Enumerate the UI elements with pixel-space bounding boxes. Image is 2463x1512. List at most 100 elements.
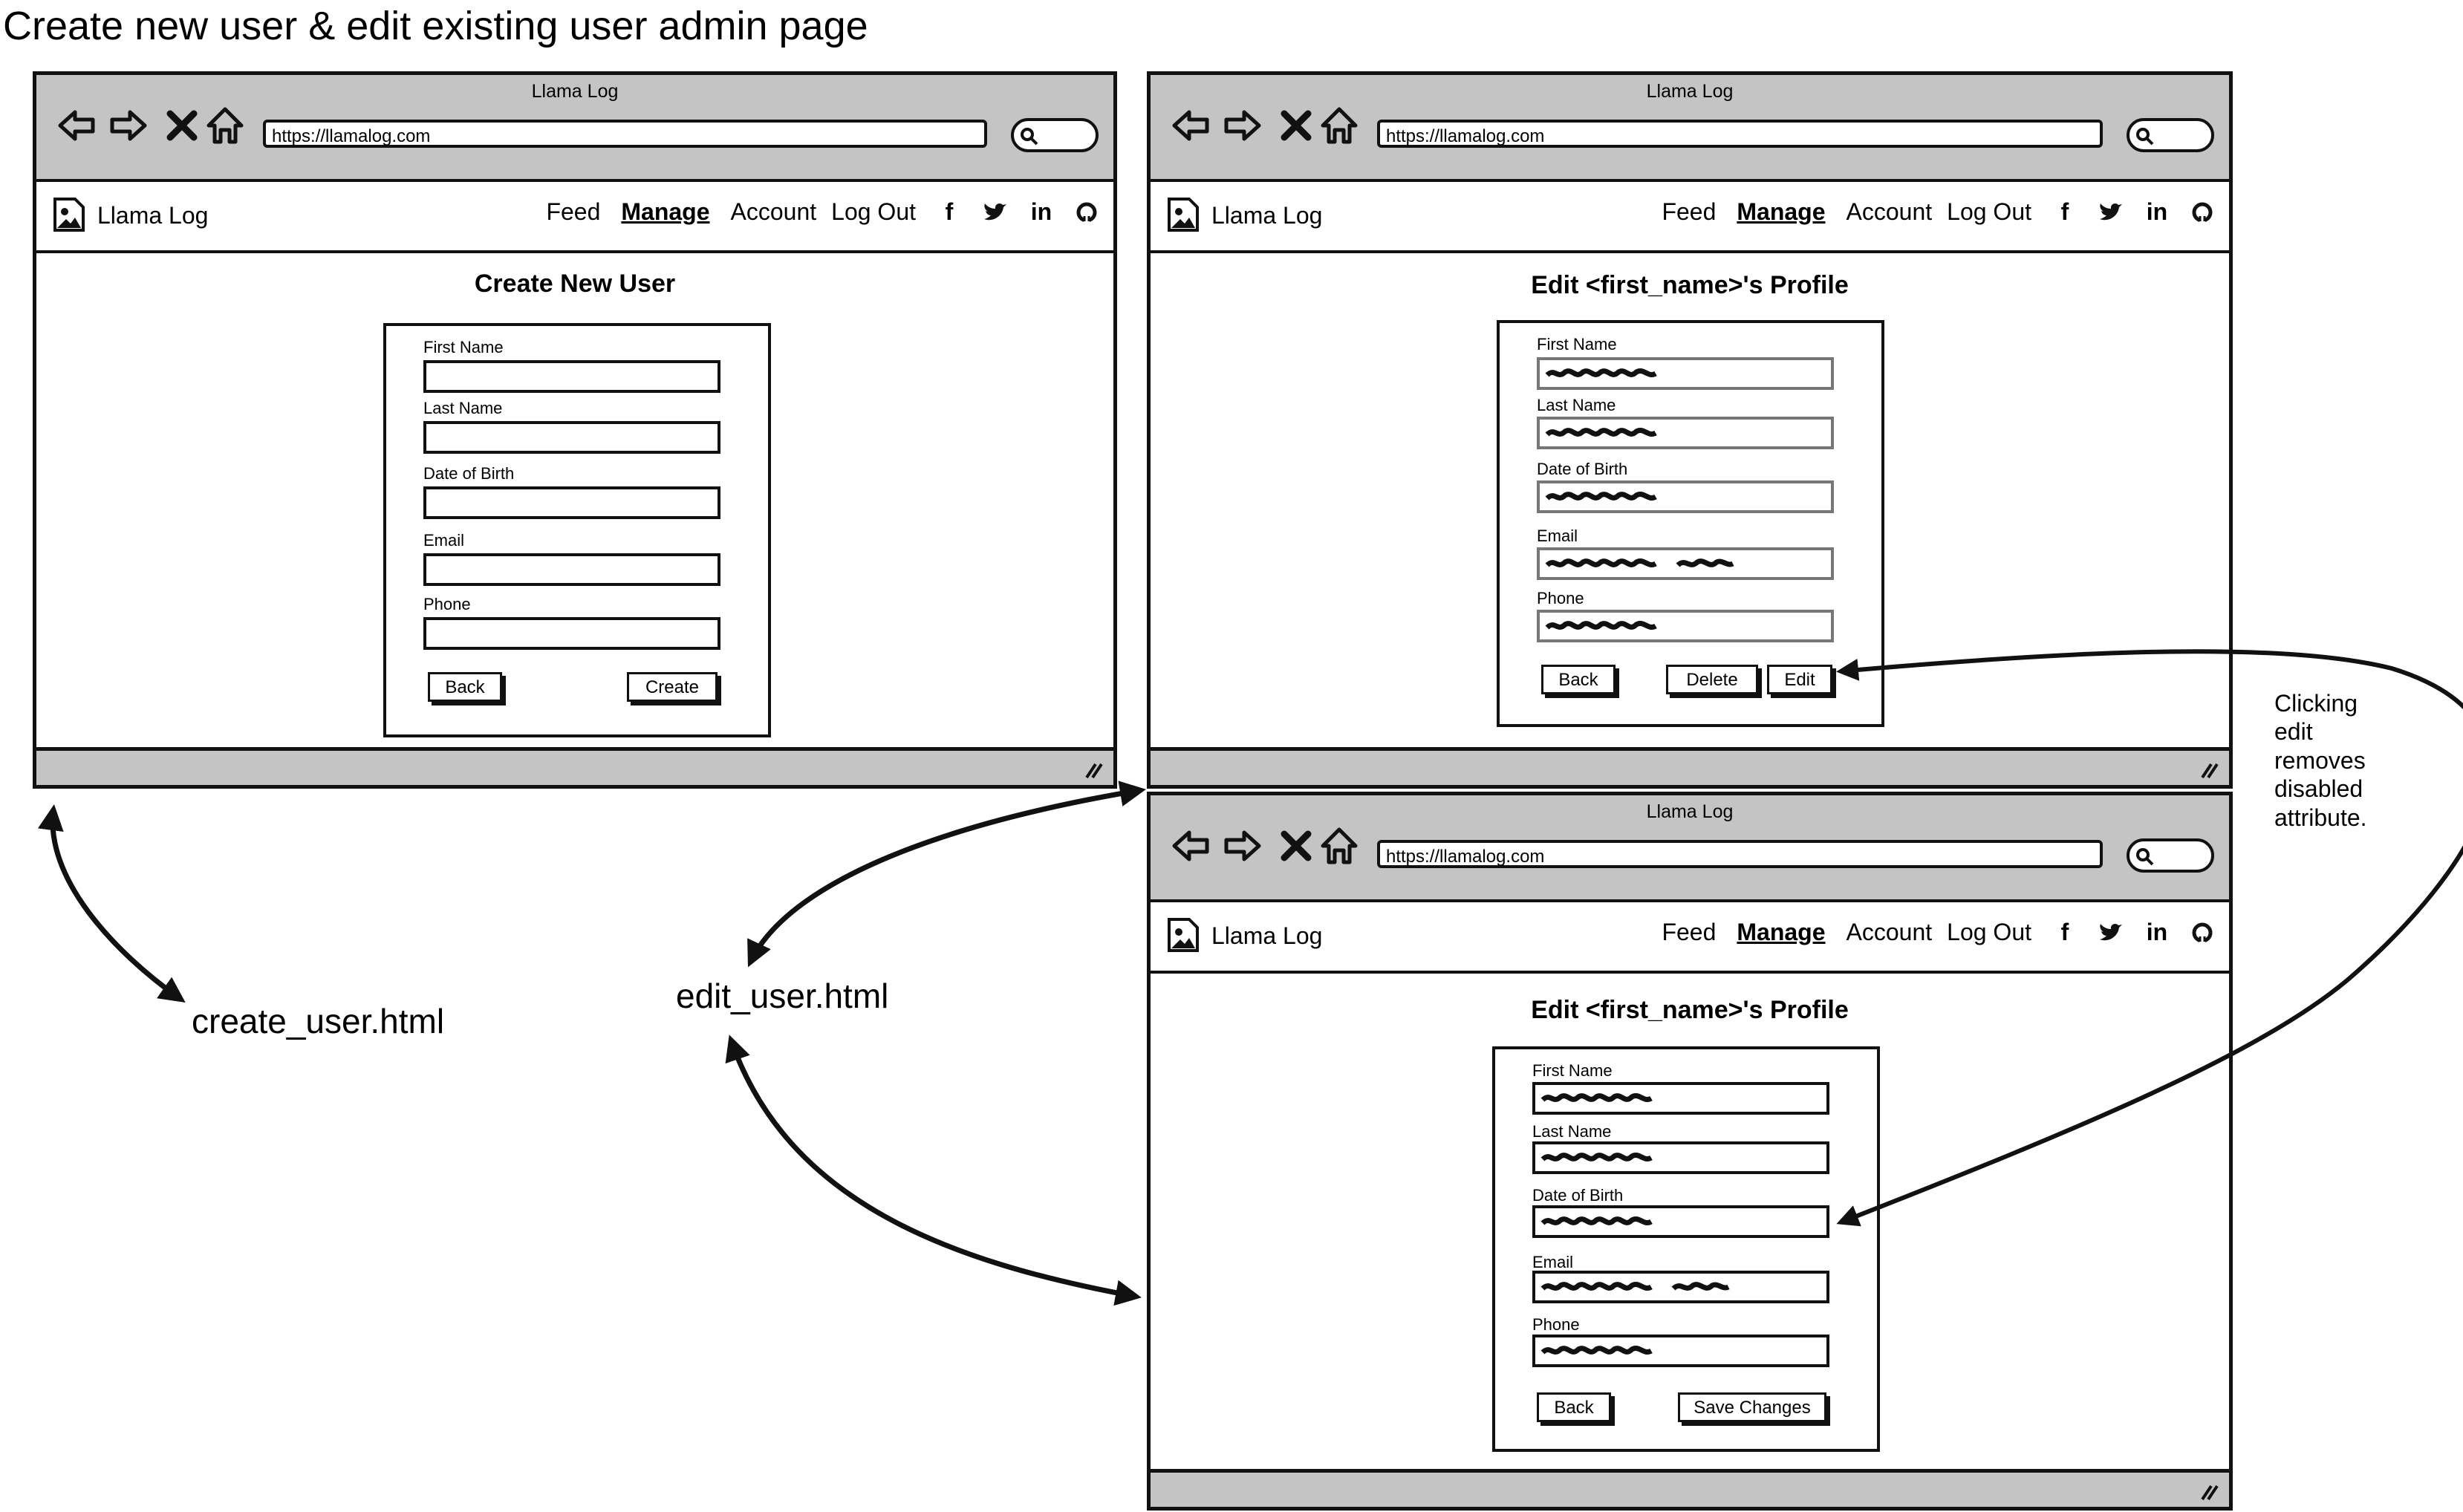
forward-arrow-icon[interactable] xyxy=(1222,105,1263,146)
nav-feed[interactable]: Feed xyxy=(546,198,601,225)
linkedin-icon[interactable]: in xyxy=(2146,198,2168,225)
github-icon[interactable] xyxy=(1075,201,1099,224)
redacted-value xyxy=(1545,621,1657,630)
page-title: Create new user & edit existing user adm… xyxy=(3,4,868,48)
phone-label: Phone xyxy=(423,595,471,613)
url-bar[interactable]: https://llamalog.com xyxy=(1377,840,2103,868)
back-button[interactable]: Back xyxy=(1537,1392,1611,1422)
forward-arrow-icon[interactable] xyxy=(108,105,149,146)
github-icon[interactable] xyxy=(2190,921,2214,945)
dob-label: Date of Birth xyxy=(423,464,515,483)
app-navbar: Llama Log Feed Manage Account Log Out f … xyxy=(1151,182,2229,253)
linkedin-icon[interactable]: in xyxy=(2146,919,2168,945)
redacted-value xyxy=(1540,1093,1653,1102)
nav-account[interactable]: Account xyxy=(1846,198,1933,225)
nav-logout[interactable]: Log Out xyxy=(1947,919,2031,945)
back-button[interactable]: Back xyxy=(428,672,502,702)
url-bar[interactable]: https://llamalog.com xyxy=(263,120,987,148)
arrow-edit-toggle xyxy=(1836,649,2463,1227)
search-icon xyxy=(1021,128,1038,146)
nav-logout[interactable]: Log Out xyxy=(831,198,916,225)
phone-input[interactable] xyxy=(423,617,720,650)
back-arrow-icon[interactable] xyxy=(1170,825,1211,867)
redacted-value xyxy=(1540,1282,1730,1291)
redacted-value xyxy=(1545,492,1657,501)
brand-name: Llama Log xyxy=(97,202,209,229)
first-name-label: First Name xyxy=(1537,335,1617,353)
dob-input[interactable] xyxy=(1532,1205,1829,1238)
nav-logout[interactable]: Log Out xyxy=(1947,198,2031,225)
twitter-icon[interactable] xyxy=(983,201,1008,224)
close-icon[interactable] xyxy=(1275,825,1317,867)
first-name-label: First Name xyxy=(423,338,504,356)
forward-arrow-icon[interactable] xyxy=(1222,825,1263,867)
edit-button[interactable]: Edit xyxy=(1767,665,1832,694)
last-name-label: Last Name xyxy=(1537,396,1616,414)
dob-label: Date of Birth xyxy=(1537,460,1628,478)
email-label: Email xyxy=(1537,527,1578,545)
last-name-input xyxy=(1537,417,1834,449)
nav-account[interactable]: Account xyxy=(730,198,817,225)
facebook-icon[interactable]: f xyxy=(945,198,954,225)
github-icon[interactable] xyxy=(2190,201,2214,224)
resize-grip-icon[interactable] xyxy=(1082,761,1104,779)
back-button[interactable]: Back xyxy=(1541,665,1616,694)
email-input[interactable] xyxy=(423,553,720,586)
delete-button[interactable]: Delete xyxy=(1666,665,1758,694)
email-label: Email xyxy=(423,531,465,550)
last-name-input[interactable] xyxy=(423,421,720,454)
phone-input[interactable] xyxy=(1532,1335,1829,1367)
email-label: Email xyxy=(1532,1253,1574,1271)
nav-feed[interactable]: Feed xyxy=(1662,919,1717,945)
back-arrow-icon[interactable] xyxy=(1170,105,1211,146)
twitter-icon[interactable] xyxy=(2098,201,2124,224)
brand-name: Llama Log xyxy=(1211,922,1323,949)
search-field[interactable] xyxy=(2127,838,2214,873)
nav-manage[interactable]: Manage xyxy=(1737,198,1826,225)
home-icon[interactable] xyxy=(1318,825,1360,867)
last-name-label: Last Name xyxy=(1532,1122,1612,1141)
first-name-label: First Name xyxy=(1532,1061,1613,1080)
resize-grip-icon[interactable] xyxy=(2198,761,2220,779)
home-icon[interactable] xyxy=(1318,105,1360,146)
first-name-input xyxy=(1537,357,1834,390)
home-icon[interactable] xyxy=(204,105,246,146)
app-navbar: Llama Log Feed Manage Account Log Out f … xyxy=(36,182,1113,253)
linkedin-icon[interactable]: in xyxy=(1030,198,1052,225)
facebook-icon[interactable]: f xyxy=(2060,198,2069,225)
redacted-value xyxy=(1545,558,1734,567)
edit-user-form: First Name Last Name Date of Birth Email… xyxy=(1497,320,1884,727)
last-name-input[interactable] xyxy=(1532,1141,1829,1174)
phone-input xyxy=(1537,610,1834,642)
first-name-input[interactable] xyxy=(1532,1082,1829,1115)
search-field[interactable] xyxy=(2127,118,2214,152)
dob-input[interactable] xyxy=(423,486,720,519)
nav-manage[interactable]: Manage xyxy=(621,198,710,225)
resize-grip-icon[interactable] xyxy=(2198,1483,2220,1501)
browser-chrome: Llama Log https://llamalog.com xyxy=(1151,795,2229,902)
nav-manage[interactable]: Manage xyxy=(1737,919,1826,945)
first-name-input[interactable] xyxy=(423,360,720,393)
search-field[interactable] xyxy=(1011,118,1099,152)
url-bar[interactable]: https://llamalog.com xyxy=(1377,120,2103,148)
create-user-form: First Name Last Name Date of Birth Email… xyxy=(383,323,771,737)
email-input[interactable] xyxy=(1532,1271,1829,1303)
close-icon[interactable] xyxy=(1275,105,1317,146)
twitter-icon[interactable] xyxy=(2098,922,2124,944)
logo-image-icon xyxy=(1168,198,1199,232)
nav-feed[interactable]: Feed xyxy=(1662,198,1717,225)
browser-chrome: Llama Log https://llamalog.com xyxy=(1151,75,2229,182)
close-icon[interactable] xyxy=(161,105,203,146)
redacted-value xyxy=(1540,1346,1653,1355)
facebook-icon[interactable]: f xyxy=(2060,919,2069,945)
status-bar xyxy=(1151,747,2229,785)
callout-line: edit xyxy=(2274,718,2313,746)
browser-window-edit-enabled: Llama Log https://llamalog.com Llama Log… xyxy=(1147,792,2233,1511)
redacted-value xyxy=(1540,1153,1653,1161)
save-changes-button[interactable]: Save Changes xyxy=(1678,1392,1826,1422)
callout-line: removes xyxy=(2274,746,2366,774)
phone-label: Phone xyxy=(1537,589,1584,607)
create-button[interactable]: Create xyxy=(627,672,718,702)
back-arrow-icon[interactable] xyxy=(56,105,97,146)
